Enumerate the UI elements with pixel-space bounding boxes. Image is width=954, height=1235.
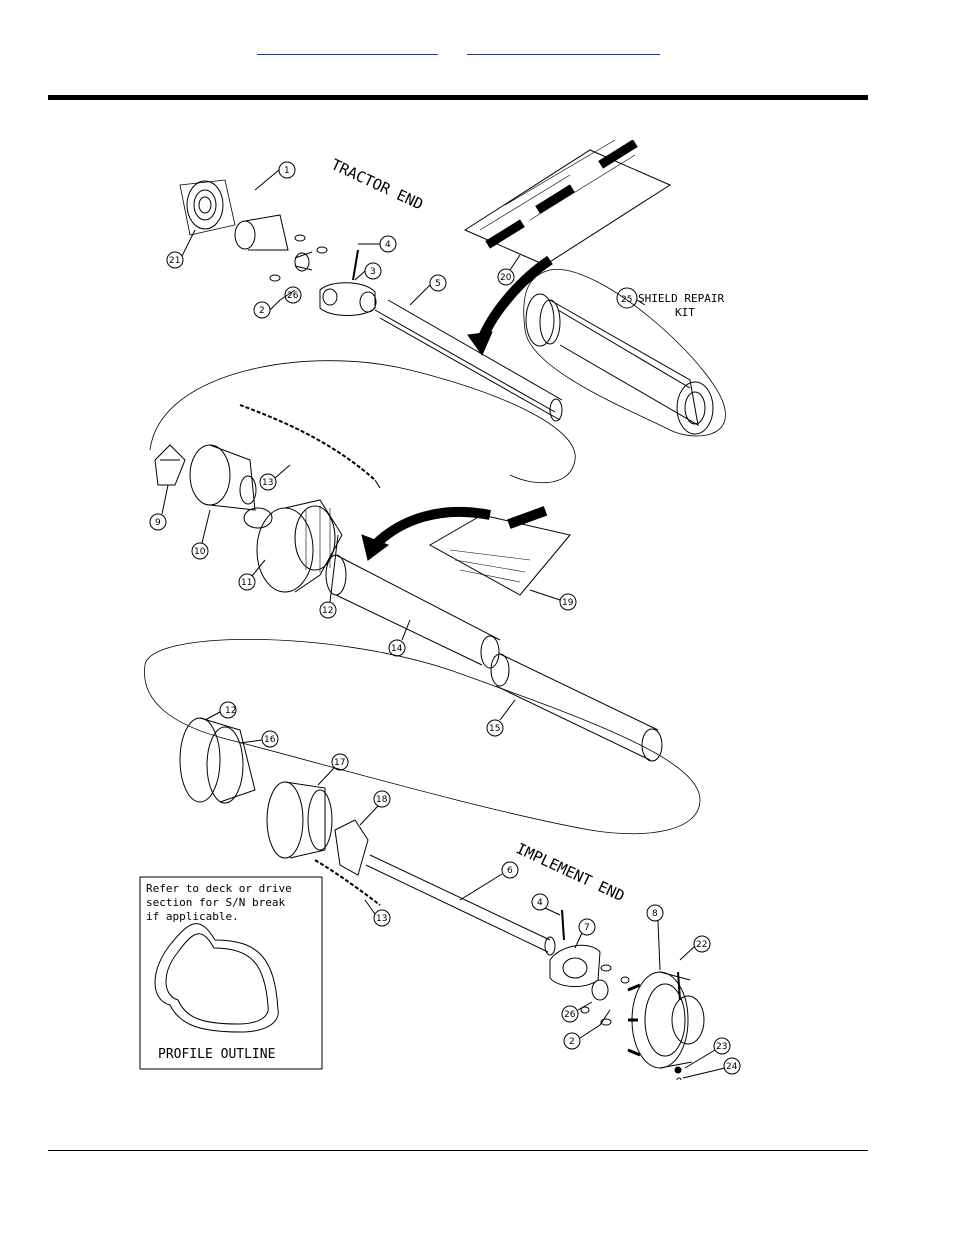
tractor-end-label: TRACTOR END — [328, 155, 426, 213]
shield-repair-kit-label-line2: KIT — [675, 306, 695, 319]
callout-16: 16 — [264, 735, 276, 745]
bearing-ring-9 — [154, 444, 186, 486]
top-rule — [48, 95, 868, 100]
arrow-decal-19 — [371, 506, 491, 549]
flange-yoke-8 — [627, 971, 705, 1083]
callout-8: 8 — [652, 909, 658, 919]
callout-2-top: 2 — [259, 306, 265, 316]
callout-20: 20 — [500, 273, 512, 283]
inner-tube-6 — [365, 854, 556, 956]
callout-11: 11 — [241, 578, 252, 588]
header-link-left[interactable] — [257, 42, 438, 55]
callout-6: 6 — [507, 866, 513, 876]
shield-cone-10 — [189, 444, 273, 529]
shield-cone-11 — [256, 499, 343, 593]
callout-12-top: 12 — [322, 606, 333, 616]
callout-3: 3 — [370, 267, 376, 277]
implement-end-label: IMPLEMENT END — [513, 839, 627, 905]
yoke-assembly-bottom — [549, 909, 630, 1026]
callout-9: 9 — [155, 518, 161, 528]
callout-24: 24 — [726, 1062, 738, 1072]
yoke-assembly-top — [179, 179, 377, 316]
note-line-3: if applicable. — [146, 910, 239, 923]
callout-13-top: 13 — [262, 478, 273, 488]
shield-cone-16 — [179, 717, 256, 804]
shield-repair-kit — [523, 269, 726, 437]
callout-25: 25 — [621, 295, 632, 305]
parts-diagram: TRACTOR END IMPLEMENT END SHIELD REPAIR … — [130, 139, 750, 1083]
outer-tube-14 — [325, 554, 501, 669]
profile-outline-caption: PROFILE OUTLINE — [158, 1047, 275, 1062]
inner-tube-5 — [374, 299, 563, 422]
callout-13-bottom: 13 — [376, 914, 387, 924]
callout-4-bottom: 4 — [537, 898, 543, 908]
callout-12-bottom: 12 — [225, 706, 236, 716]
grouping-loop-1 — [149, 360, 576, 484]
bearing-ring-18 — [334, 819, 369, 876]
profile-outline-inset — [139, 876, 323, 1070]
callout-2-bottom: 2 — [569, 1037, 575, 1047]
header-link-right[interactable] — [467, 42, 660, 55]
callout-18: 18 — [376, 795, 388, 805]
outer-tube-15 — [490, 653, 663, 762]
chain-13-top — [239, 404, 381, 489]
callout-17: 17 — [334, 758, 345, 768]
callouts — [149, 161, 741, 1079]
decal-20 — [463, 139, 672, 266]
bottom-rule — [48, 1150, 868, 1151]
shield-repair-kit-label-line1: SHIELD REPAIR — [638, 292, 724, 305]
callout-26-bottom: 26 — [564, 1010, 576, 1020]
callout-15: 15 — [489, 724, 500, 734]
callout-10: 10 — [194, 547, 206, 557]
callout-22: 22 — [696, 940, 707, 950]
chain-13-bottom — [314, 859, 381, 906]
callout-19: 19 — [562, 598, 574, 608]
callout-7: 7 — [584, 923, 590, 933]
note-line-2: section for S/N break — [146, 896, 285, 909]
callout-23: 23 — [716, 1042, 727, 1052]
callout-21: 21 — [169, 256, 180, 266]
note-line-1: Refer to deck or drive — [146, 882, 292, 895]
callout-5: 5 — [435, 279, 441, 289]
callout-1: 1 — [284, 166, 290, 176]
decal-19 — [428, 506, 571, 596]
shield-cone-17 — [266, 781, 333, 859]
callout-14: 14 — [391, 644, 403, 654]
callout-4-top: 4 — [385, 240, 391, 250]
callout-26-top: 26 — [287, 291, 299, 301]
grouping-loop-2 — [144, 638, 701, 835]
